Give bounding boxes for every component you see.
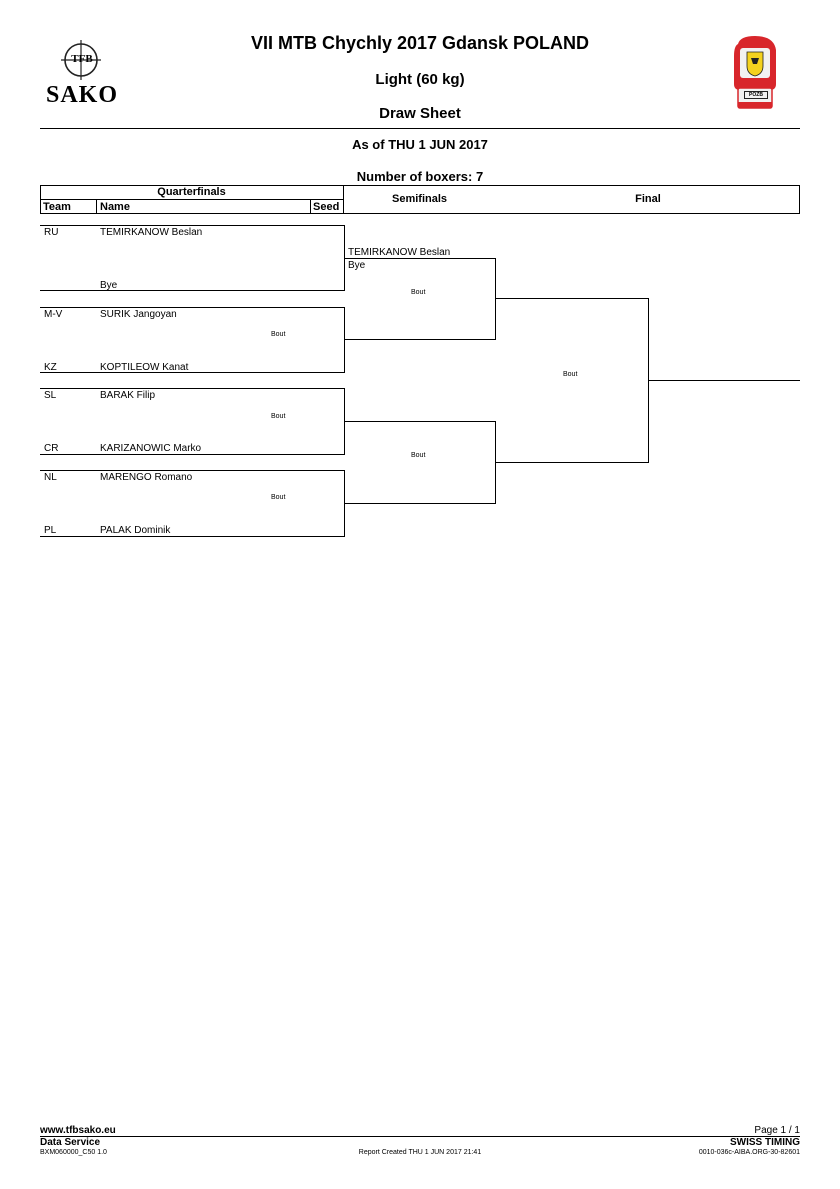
header-row-divider — [40, 199, 343, 200]
team-header: Team — [43, 201, 71, 213]
semifinals-header: Semifinals — [391, 193, 448, 205]
sako-logo: TFB SAKO — [40, 40, 124, 108]
sako-wordmark: SAKO — [45, 82, 118, 108]
entry-6-name: KARIZANOWIC Marko — [100, 443, 202, 454]
pozb-glove-logo: POZB — [730, 34, 780, 110]
sheet-type: Draw Sheet — [379, 105, 461, 122]
entry-4-team: KZ — [44, 362, 57, 373]
footer-page: Page 1 / 1 — [754, 1125, 800, 1136]
entry-6-team: CR — [44, 443, 59, 454]
footer-timing: SWISS TIMING — [730, 1137, 800, 1148]
tfb-emblem-icon — [61, 40, 101, 80]
final-bout-label: Bout — [563, 371, 578, 378]
header-col-divider-1 — [343, 185, 344, 214]
quarterfinals-header: Quarterfinals — [157, 186, 226, 198]
boxer-count: Number of boxers: 7 — [356, 169, 484, 184]
entry-1-team: RU — [44, 227, 59, 238]
seed-header: Seed — [313, 201, 340, 213]
entry-5-team: SL — [44, 390, 57, 401]
header-divider — [40, 128, 800, 129]
weight-class: Light (60 kg) — [375, 71, 465, 88]
event-title: VII MTB Chychly 2017 Gdansk POLAND — [250, 33, 590, 53]
footer-report-created: Report Created THU 1 JUN 2017 21:41 — [358, 1149, 482, 1156]
name-header: Name — [100, 201, 130, 213]
sf-bout-label-2: Bout — [411, 452, 426, 459]
footer-data-service: Data Service — [40, 1137, 101, 1148]
footer-divider — [40, 1136, 800, 1137]
entry-8-name: PALAK Dominik — [100, 525, 171, 536]
footer-doc-code: BXM060000_C50 1.0 — [40, 1149, 107, 1156]
entry-3-team: M-V — [44, 309, 63, 320]
entry-8-team: PL — [44, 525, 57, 536]
sf-bout-label-1: Bout — [411, 289, 426, 296]
tfb-emblem-text: TFB — [71, 53, 93, 65]
boxing-glove-icon — [734, 36, 776, 109]
entry-4-name: KOPTILEOW Kanat — [100, 362, 189, 373]
sf-entry-1-name: TEMIRKANOW Beslan — [348, 247, 451, 258]
entry-2-name: Bye — [100, 280, 118, 291]
qf-bout-label-4: Bout — [271, 494, 286, 501]
footer-ref-code: 0010-036c-AIBA.ORG-30-82601 — [698, 1149, 800, 1156]
sf-entry-2-name: Bye — [348, 260, 366, 271]
header-col-divider-3 — [310, 199, 311, 214]
entry-5-name: BARAK Filip — [100, 390, 156, 401]
entry-3-name: SURIK Jangoyan — [100, 309, 177, 320]
footer-website: www.tfbsako.eu — [40, 1125, 116, 1136]
pozb-text: POZB — [744, 91, 768, 99]
qf-bout-label-2: Bout — [271, 331, 286, 338]
as-of-date: As of THU 1 JUN 2017 — [352, 137, 488, 152]
entry-7-team: NL — [44, 472, 57, 483]
entry-1-name: TEMIRKANOW Beslan — [100, 227, 203, 238]
final-header: Final — [635, 193, 661, 205]
header-col-divider-2 — [96, 199, 97, 214]
entry-7-name: MARENGO Romano — [100, 472, 193, 483]
qf-bout-label-3: Bout — [271, 413, 286, 420]
